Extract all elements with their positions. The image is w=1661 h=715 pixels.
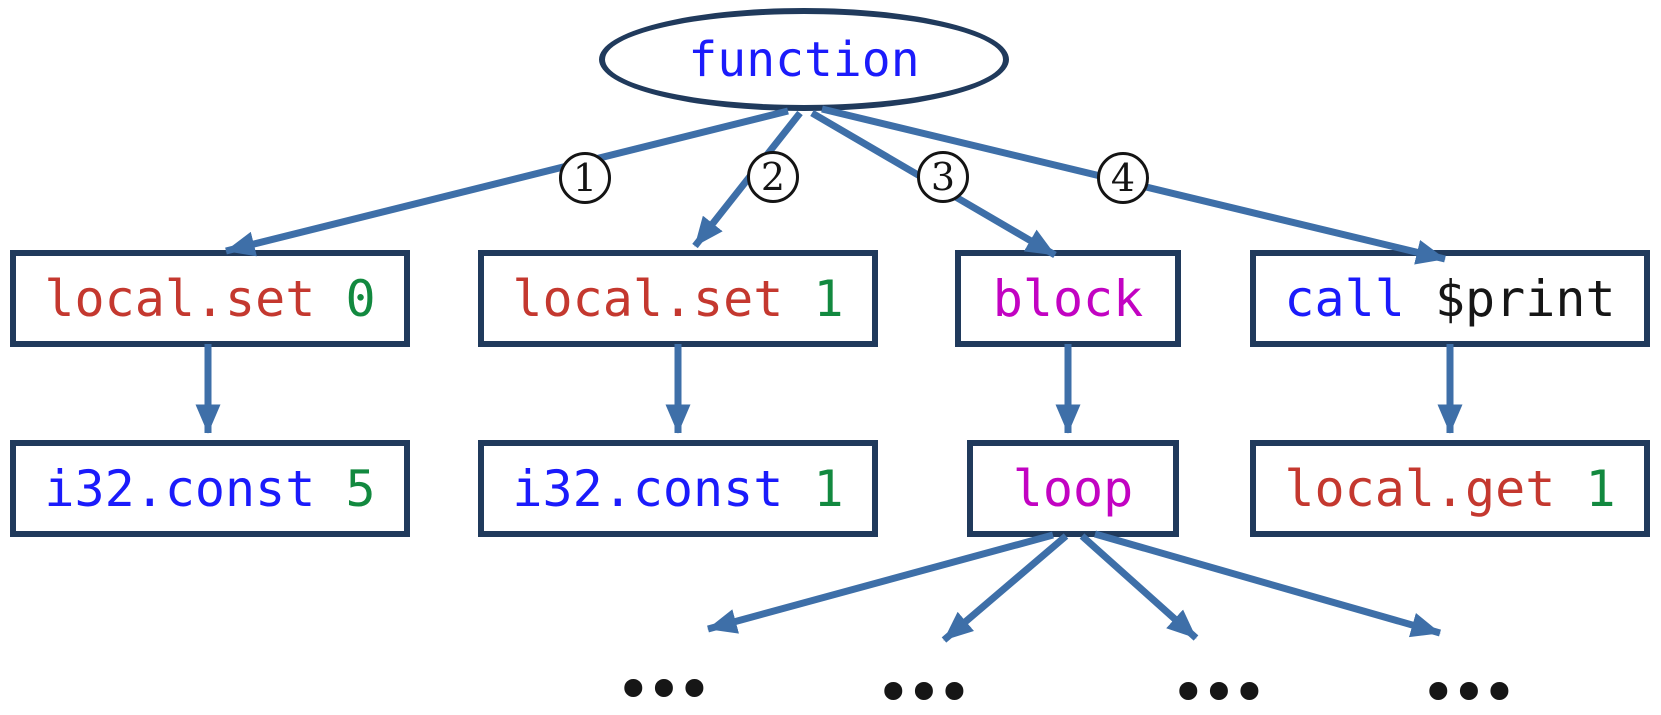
edge-loop-dots-3 (1079, 533, 1199, 641)
edge-loop-dots-4 (1094, 530, 1441, 638)
edge-label-4: 4 (1097, 152, 1149, 204)
node-i32-const-1: i32.const 1 (478, 440, 878, 537)
node-local-get-1: local.get 1 (1250, 440, 1650, 537)
node-i32-const-5: i32.const 5 (10, 440, 410, 537)
node-loop: loop (967, 440, 1179, 537)
node-call-print: call $print (1250, 250, 1650, 347)
node-function: function (599, 8, 1009, 111)
edge-loop-dots-1 (707, 531, 1054, 634)
edge-loop-dots-2 (941, 533, 1069, 643)
edge-label-2: 2 (747, 151, 799, 203)
edge-label-3: 3 (917, 151, 969, 203)
edge-label-1: 1 (559, 152, 611, 204)
edge-function-local-set-0 (225, 107, 789, 257)
